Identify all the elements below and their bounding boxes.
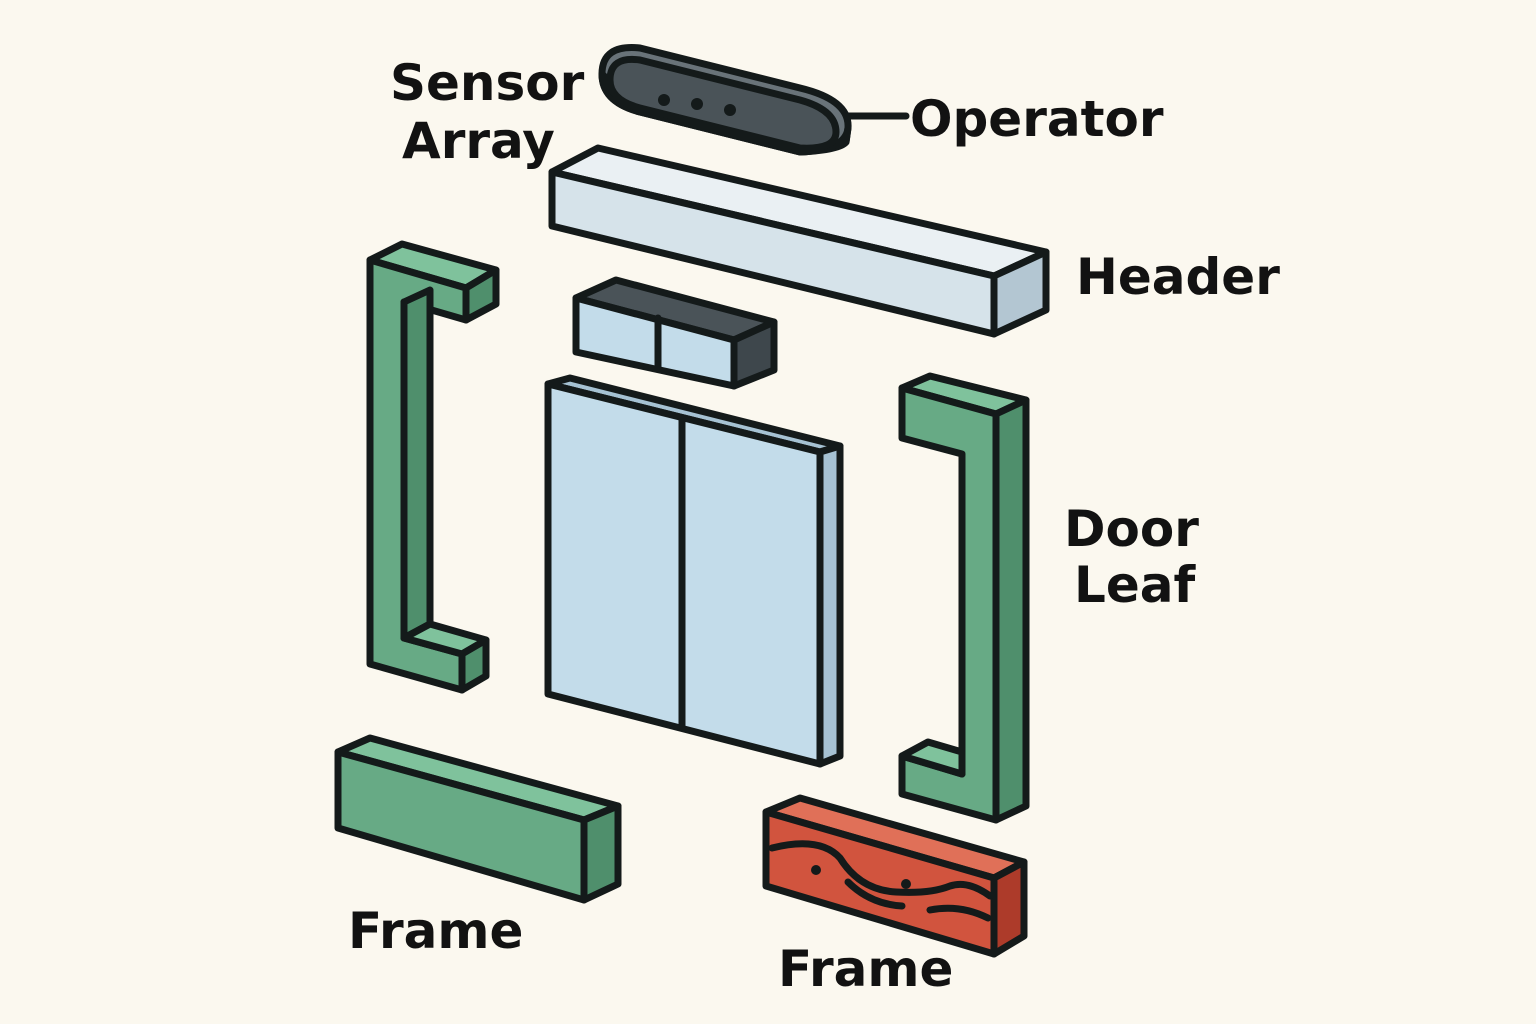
wood-grain-icon <box>926 904 992 922</box>
frame-right-label: Frame <box>778 940 953 998</box>
operator-label: Operator <box>910 90 1164 148</box>
left-jamb-part <box>366 240 500 694</box>
operator-part <box>598 44 910 156</box>
operator-dot-icon <box>691 98 703 110</box>
frame-left-label: Frame <box>348 902 523 960</box>
operator-dot-icon <box>724 104 736 116</box>
operator-dot-icon <box>658 94 670 106</box>
door-leaf-label-line1: Door <box>1064 500 1199 558</box>
header-part <box>548 144 1050 338</box>
wood-knot-icon <box>811 865 821 875</box>
door-leaf-part <box>544 374 844 768</box>
right-jamb-part <box>898 372 1030 824</box>
wood-grain-icon <box>768 840 994 900</box>
door-leaf-label-line2: Leaf <box>1074 556 1197 614</box>
sensor-array-part <box>572 276 778 390</box>
frame-right-part <box>762 794 1028 958</box>
sensor-array-label-line2: Array <box>402 112 555 170</box>
frame-left-part <box>334 734 622 904</box>
wood-knot-icon <box>901 879 911 889</box>
sensor-array-label-line1: Sensor <box>390 54 585 112</box>
header-label: Header <box>1076 248 1280 306</box>
wood-grain-icon <box>844 878 906 910</box>
